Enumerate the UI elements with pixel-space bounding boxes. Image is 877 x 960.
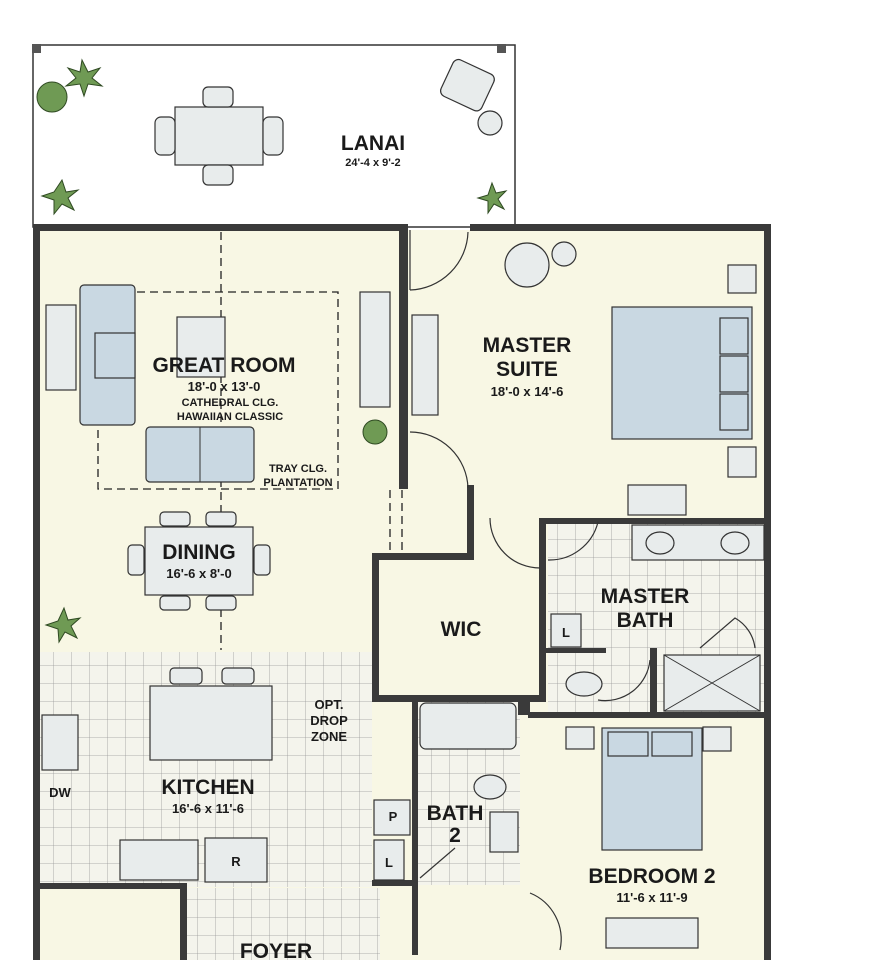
kitchen: KITCHEN 16'-6 x 11'-6 R DW P L OPT. DROP… (41, 667, 411, 883)
master-suite-label-line2: SUITE (496, 358, 558, 381)
loveseat (145, 426, 255, 483)
sofa (79, 284, 136, 426)
great-room-dims: 18'-0 x 13'-0 (188, 379, 261, 394)
toilet (565, 671, 603, 697)
dining-dims: 16'-6 x 8'-0 (166, 566, 231, 581)
bath2-label-line2: 2 (449, 824, 461, 847)
lanai-dims: 24'-4 x 9'-2 (345, 157, 400, 169)
bath-2: BATH 2 (419, 702, 519, 853)
pantry-label: P (389, 809, 398, 824)
plant-icon (40, 178, 80, 216)
walls (33, 224, 771, 960)
drop-zone-line1: OPT. (315, 697, 344, 712)
master-bath: L MASTER BATH (550, 524, 765, 712)
great-room-label: GREAT ROOM (152, 354, 295, 377)
refrigerator-label: R (231, 854, 241, 869)
bath2-label-line1: BATH (427, 802, 484, 825)
kitchen-dims: 16'-6 x 11'-6 (172, 801, 244, 816)
media-console (359, 291, 391, 408)
doors (409, 230, 756, 951)
side-table (477, 110, 503, 136)
master-suite-label-line1: MASTER (483, 334, 572, 357)
wic-label: WIC (441, 618, 482, 641)
plant-icon (64, 58, 104, 98)
lanai-label: LANAI (341, 132, 405, 155)
hall-laundry-label: L (385, 855, 393, 870)
master-bath-label-line2: BATH (617, 609, 674, 632)
kitchen-label: KITCHEN (161, 776, 254, 799)
pantry (373, 799, 411, 836)
dining: DINING 16'-6 x 8'-0 (44, 511, 271, 644)
tray-ceiling-label: TRAY CLG. (269, 463, 327, 475)
lounge-chair (439, 58, 495, 112)
great-room-ceiling: CATHEDRAL CLG. (182, 397, 279, 409)
coffee-table (176, 316, 226, 378)
foyer-label: FOYER (240, 940, 312, 960)
master-bath-label-line1: MASTER (601, 585, 690, 608)
bedroom2-label: BEDROOM 2 (588, 865, 715, 888)
foyer-floor (186, 888, 380, 960)
master-suite: MASTER SUITE 18'-0 x 14'-6 (411, 241, 757, 516)
dining-table-lanai (154, 86, 284, 186)
drop-zone-line2: DROP (310, 713, 348, 728)
dining-label: DINING (162, 541, 236, 564)
lanai: LANAI 24'-4 x 9'-2 (32, 44, 516, 228)
toilet (473, 774, 507, 800)
kitchen-island (149, 685, 273, 761)
plant-icon (476, 181, 508, 215)
drop-zone-line3: ZONE (311, 729, 347, 744)
bathtub (419, 702, 517, 750)
tray-ceiling-style: PLANTATION (263, 477, 332, 489)
armchair (504, 242, 550, 288)
great-room-ceiling-style: HAWAIIAN CLASSIC (177, 411, 283, 423)
cooktop (119, 839, 199, 881)
sink (41, 714, 79, 771)
refrigerator (204, 837, 268, 883)
master-laundry-label: L (562, 625, 570, 640)
bedroom-2: BEDROOM 2 11'-6 x 11'-9 (565, 726, 732, 949)
plant-icon (44, 606, 82, 644)
great-room: GREAT ROOM 18'-0 x 13'-0 CATHEDRAL CLG. … (45, 232, 403, 650)
master-suite-dims: 18'-0 x 14'-6 (491, 384, 564, 399)
plant-icon (36, 81, 68, 113)
plant-icon (362, 419, 388, 445)
dishwasher-label: DW (49, 785, 71, 800)
console-table (45, 304, 77, 391)
bedroom2-dims: 11'-6 x 11'-9 (616, 890, 687, 905)
